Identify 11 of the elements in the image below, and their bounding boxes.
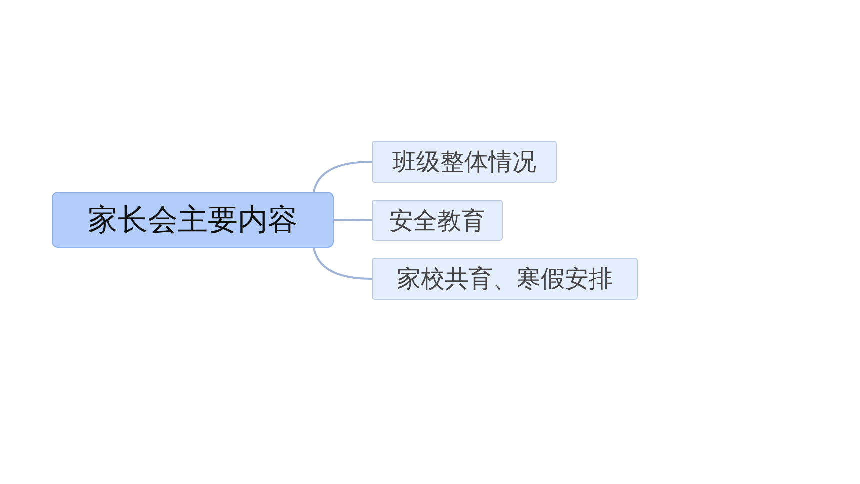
subtopic-box — [372, 200, 503, 241]
central-topic-box — [52, 192, 334, 248]
subtopic-box — [372, 258, 638, 300]
topic-text: 班级整体情况 — [392, 147, 536, 178]
subtopic-box — [372, 141, 557, 183]
topic-text: 家长会主要内容 — [88, 202, 298, 240]
connector-line — [313, 161, 372, 192]
connector-line — [334, 219, 372, 222]
topic-text: 安全教育 — [390, 206, 486, 236]
connector-line — [313, 248, 372, 280]
topic-text: 家校共育、寒假安排 — [397, 264, 613, 295]
